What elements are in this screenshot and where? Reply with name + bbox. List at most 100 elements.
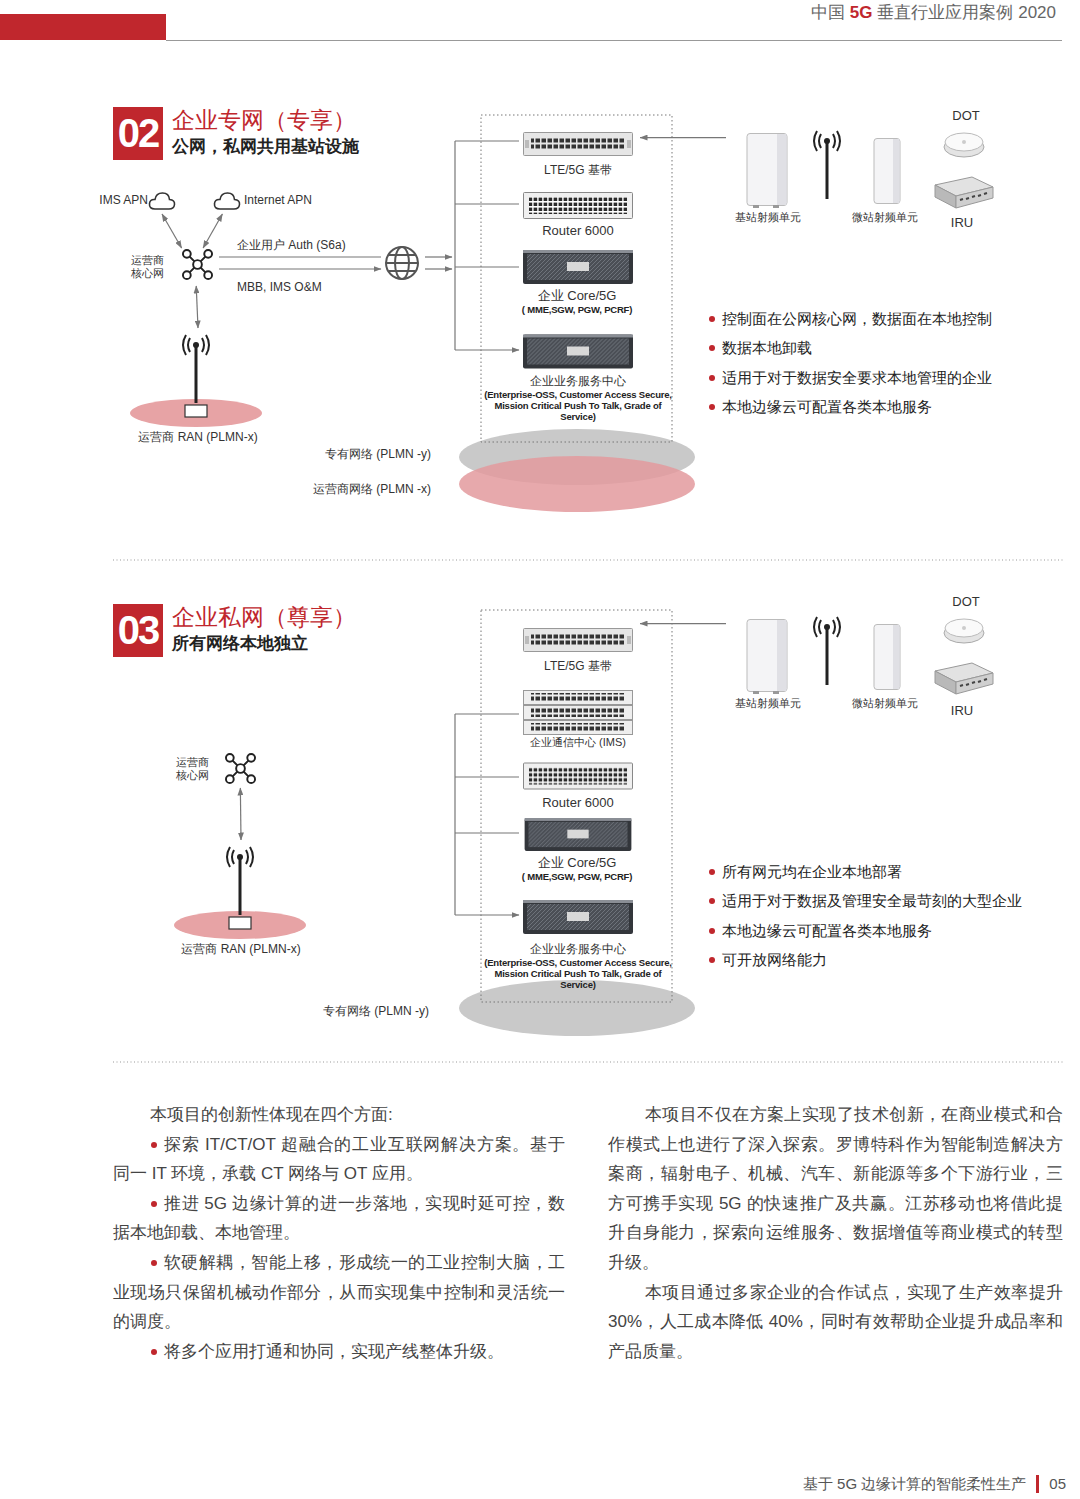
enterprise-boundary <box>481 610 672 1002</box>
node-text: IMS APN <box>80 193 148 207</box>
baseband-unit <box>524 133 633 156</box>
node-text: (Enterprise-OSS, Customer Access Secure,… <box>484 957 672 990</box>
node-text: IRU <box>926 215 998 230</box>
page-header: 中国5G垂直行业应用案例 2020 <box>811 2 1056 24</box>
node-text: 微站射频单元 <box>843 211 927 224</box>
node-text: 基站射频单元 <box>726 211 810 224</box>
cloud-icon <box>214 193 239 209</box>
section-divider <box>113 1061 1065 1062</box>
iru-unit <box>935 177 993 208</box>
radio-unit: DOT <box>938 594 994 646</box>
iru-unit <box>935 663 993 694</box>
device: Router 6000 <box>516 758 640 810</box>
router-unit <box>524 193 633 219</box>
node-text: (Enterprise-OSS, Customer Access Secure,… <box>484 389 672 422</box>
service-server <box>523 900 633 934</box>
node-text: 企业业务服务中心 <box>484 942 672 956</box>
bullet-text: 本地边缘云可配置各类本地服务 <box>722 921 932 940</box>
bullet-text: 控制面在公网核心网，数据面在本地控制 <box>722 309 992 328</box>
signal-arrow <box>425 268 452 269</box>
node-text: 企业 Core/5G <box>490 855 664 870</box>
footer-text: 基于 5G 边缘计算的智能柔性生产 <box>803 1474 1026 1494</box>
label: MBB, IMS O&M <box>237 280 322 294</box>
label: 公网，私网共用基站设施 <box>172 136 359 158</box>
body-column: 本项目不仅在方案上实现了技术创新，在商业模式和合作模式上也进行了深入探索。罗博特… <box>608 1100 1063 1366</box>
device: LTE/5G 基带 <box>516 128 640 177</box>
connector <box>203 214 222 248</box>
bullet-text: 适用于对于数据及管理安全最苛刻的大型企业 <box>722 891 1022 910</box>
core-server <box>525 818 632 851</box>
cloud-icon <box>149 193 174 209</box>
radio-unit: 微站射频单元 <box>843 614 927 710</box>
device: Router 6000 <box>516 188 640 238</box>
enterprise-boundary <box>481 115 672 442</box>
connector <box>640 137 726 138</box>
label: 专有网络 (PLMN -y) <box>325 447 431 461</box>
globe-icon <box>386 247 418 279</box>
bullet-text: 所有网元均在企业本地部署 <box>722 862 902 881</box>
bracket-arrow <box>455 141 519 350</box>
bullet-text: 可开放网络能力 <box>722 950 827 969</box>
connector <box>240 788 242 840</box>
micro-radio-unit <box>874 625 900 690</box>
body-paragraph: 探索 IT/CT/OT 超融合的工业互联网解决方案。基于同一 IT 环境，承载 … <box>113 1130 565 1189</box>
node-text: IRU <box>926 703 998 718</box>
core-network-icon <box>226 754 255 783</box>
node-text: 企业业务服务中心 <box>484 374 672 388</box>
bullet-dot <box>151 1260 157 1266</box>
body-paragraph: 本项目不仅在方案上实现了技术创新，在商业模式和合作模式上也进行了深入探索。罗博特… <box>608 1100 1063 1278</box>
ims-unit <box>524 691 633 735</box>
baseband-unit <box>524 629 633 652</box>
ran-router <box>229 917 251 929</box>
header-bar <box>0 14 166 40</box>
ran-ellipse <box>130 399 262 427</box>
device: 企业 Core/5G( MME,SGW, PGW, PCRF) <box>490 814 664 882</box>
device: 企业通信中心 (IMS) <box>516 686 640 749</box>
bullet-dot <box>709 404 715 410</box>
bullet-dot <box>709 957 715 963</box>
footer-divider <box>1036 1475 1039 1493</box>
bullet-text: 适用于对于数据安全要求本地管理的企业 <box>722 368 992 387</box>
bracket-line <box>454 141 455 350</box>
ran-ellipse <box>174 911 306 939</box>
label: 专有网络 (PLMN -y) <box>323 1004 429 1018</box>
bullet-text: 本地边缘云可配置各类本地服务 <box>722 397 932 416</box>
dot-unit <box>944 619 984 643</box>
section-divider <box>113 559 1065 560</box>
node-text: Router 6000 <box>516 223 640 238</box>
tower-icon <box>814 131 840 199</box>
node-text: Router 6000 <box>516 795 640 810</box>
radio-unit: DOT <box>938 108 994 160</box>
label: 企业用户 Auth (S6a) <box>237 238 346 252</box>
node-text: LTE/5G 基带 <box>516 163 640 177</box>
bracket-arrow <box>455 714 519 915</box>
bullet-text: 数据本地卸载 <box>722 338 812 357</box>
node-text: DOT <box>938 594 994 609</box>
footer-text: 05 <box>1049 1474 1066 1494</box>
header-rule <box>166 40 1062 41</box>
radio-unit: 微站射频单元 <box>843 128 927 224</box>
header-text: 垂直行业应用案例 2020 <box>877 2 1056 24</box>
node-text: 微站射频单元 <box>843 697 927 710</box>
node-text: 运营商 RAN (PLMN-x) <box>128 430 268 444</box>
bullet-dot <box>709 345 715 351</box>
node-text: Internet APN <box>244 193 342 207</box>
signal-arrow <box>425 256 452 257</box>
macro-radio-unit <box>747 134 787 209</box>
operator-network-ellipse <box>459 456 695 512</box>
header-text: 中国 <box>811 2 845 24</box>
radio-unit: 基站射频单元 <box>726 614 810 710</box>
header-text: 5G <box>850 2 873 24</box>
bullet-dot <box>709 375 715 381</box>
apn-label: IMS APN <box>80 188 180 214</box>
section-badge: 03 <box>113 604 163 657</box>
ran-tower <box>183 335 209 403</box>
node-text: 运营商核心网 <box>175 756 209 782</box>
ran-tower <box>227 847 253 915</box>
micro-radio-unit <box>874 139 900 204</box>
radio-unit: IRU <box>926 172 998 230</box>
page-footer: 基于 5G 边缘计算的智能柔性生产 05 <box>803 1474 1066 1494</box>
ran-site: 运营商 RAN (PLMN-x) <box>168 840 314 956</box>
